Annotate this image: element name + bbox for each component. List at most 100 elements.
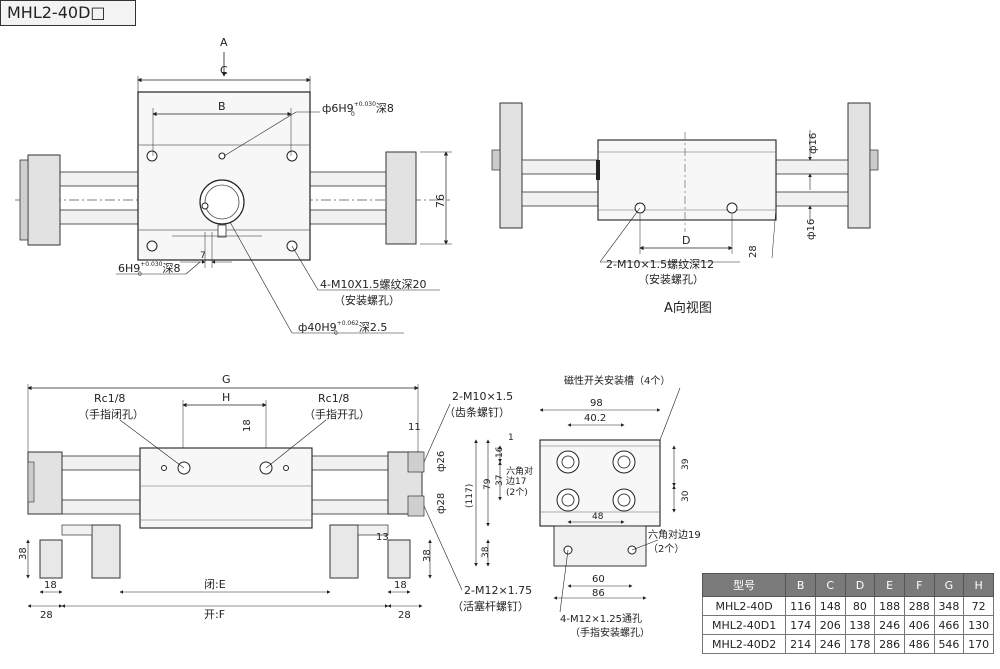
dim-g: G bbox=[222, 373, 231, 386]
bore-phi40-tol-bot: 0 bbox=[334, 330, 338, 337]
spec-cell: 246 bbox=[814, 634, 846, 654]
hex17-b: 边17 bbox=[506, 476, 526, 487]
hex19: 六角对边19 bbox=[648, 528, 701, 541]
mount-screw-label: 4-M10X1.5螺纹深20 bbox=[320, 277, 426, 291]
dim-37: 37 bbox=[495, 475, 505, 486]
dim-28-right: 28 bbox=[398, 610, 411, 621]
dim-d: D bbox=[682, 234, 690, 247]
dim-60: 60 bbox=[592, 574, 605, 585]
open-f: 开:F bbox=[204, 608, 225, 621]
port-left: Rc1/8 bbox=[94, 392, 125, 405]
dim-b: B bbox=[218, 100, 226, 113]
spec-cell: 406 bbox=[903, 615, 935, 635]
spec-cell: 246 bbox=[874, 615, 905, 635]
spec-header-h: H bbox=[963, 573, 994, 597]
dim-phi28: ф28 bbox=[436, 493, 447, 514]
spec-cell: MHL2-40D bbox=[701, 596, 787, 616]
spec-cell: 116 bbox=[785, 596, 816, 616]
piston-screw: 2-M12×1.75 bbox=[464, 584, 532, 597]
spec-cell: 80 bbox=[844, 596, 876, 616]
view-a-screw-note: （安装螺孔） bbox=[638, 272, 704, 286]
dim-13: 13 bbox=[376, 532, 389, 543]
dim-39: 39 bbox=[681, 458, 691, 470]
spec-cell: 138 bbox=[844, 615, 876, 635]
dim-79: 79 bbox=[483, 478, 493, 490]
finger-holes: 4-M12×1.25通孔 bbox=[560, 613, 642, 625]
spec-header-f: F bbox=[903, 573, 935, 597]
dim-18-top: 18 bbox=[242, 419, 253, 432]
spec-table: 型号 B C D E F G H MHL2-40D 116 148 80 188… bbox=[701, 573, 994, 654]
spec-header-model: 型号 bbox=[701, 573, 787, 597]
dim-38-left: 38 bbox=[18, 547, 29, 560]
slot-6h9-tol-bot: 0 bbox=[138, 271, 142, 278]
spec-header-row: 型号 B C D E F G H bbox=[701, 573, 994, 597]
spec-cell: 546 bbox=[933, 634, 965, 654]
dim-11: 11 bbox=[408, 422, 421, 433]
dim-phi16-bot: ф16 bbox=[806, 219, 817, 240]
spec-header-e: E bbox=[874, 573, 905, 597]
spec-cell: 174 bbox=[785, 615, 816, 635]
bottom-view: G H 18 Rc1/8 （手指闭孔） Rc1/8 （手指开孔） 38 18 2… bbox=[18, 373, 532, 621]
switch-slot: 磁性开关安装槽（4个） bbox=[564, 374, 670, 387]
dim-18-left: 18 bbox=[44, 580, 57, 591]
view-a-caption: A向视图 bbox=[664, 300, 712, 316]
dim-16: 16 bbox=[495, 446, 505, 458]
dim-phi16-top: ф16 bbox=[808, 133, 819, 154]
dim-28-left: 28 bbox=[40, 610, 53, 621]
spec-cell: 288 bbox=[903, 596, 935, 616]
spec-cell: 72 bbox=[963, 596, 994, 616]
dim-1: 1 bbox=[508, 433, 514, 443]
spec-header-g: G bbox=[933, 573, 965, 597]
bore-phi40-label: ф40H9+0.062深2.5 bbox=[298, 320, 387, 334]
dim-48: 48 bbox=[592, 512, 604, 522]
port-left-note: （手指闭孔） bbox=[78, 407, 144, 421]
dim-86: 86 bbox=[592, 588, 605, 599]
spec-cell: 486 bbox=[903, 634, 935, 654]
front-view: A C B 76 7 ф6H9+0.030深8 0 6H9+0.030深8 0 … bbox=[15, 36, 452, 337]
dim-phi26: ф26 bbox=[436, 451, 447, 472]
view-a: ф16 ф16 D 28 2-M10×1.5螺纹深12 （安装螺孔） A向视图 bbox=[491, 102, 879, 316]
label-a: A bbox=[220, 36, 228, 49]
hole-phi6-label: ф6H9+0.030深8 bbox=[322, 101, 394, 115]
spec-header-c: C bbox=[814, 573, 846, 597]
finger-holes-note: （手指安装螺孔） bbox=[570, 626, 650, 639]
dim-98: 98 bbox=[590, 398, 603, 409]
spec-cell: MHL2-40D1 bbox=[701, 615, 787, 635]
dim-76: 76 bbox=[434, 194, 447, 208]
closed-e: 闭:E bbox=[204, 578, 226, 591]
piston-screw-note: （活塞杆螺钉） bbox=[452, 599, 529, 613]
dim-7: 7 bbox=[200, 251, 206, 261]
table-row: MHL2-40D 116 148 80 188 288 348 72 bbox=[701, 596, 994, 616]
spec-cell: 170 bbox=[963, 634, 994, 654]
spec-header-b: B bbox=[785, 573, 816, 597]
spec-cell: 188 bbox=[874, 596, 905, 616]
spec-cell: 206 bbox=[814, 615, 846, 635]
mount-screw-note: （安装螺孔） bbox=[334, 293, 400, 307]
spec-cell: MHL2-40D2 bbox=[701, 634, 787, 654]
dim-117: (117) bbox=[465, 484, 475, 508]
hex19-note: （2个） bbox=[648, 543, 684, 555]
spec-cell: 214 bbox=[785, 634, 816, 654]
port-right-note: （手指开孔） bbox=[304, 407, 370, 421]
spec-cell: 286 bbox=[874, 634, 905, 654]
table-row: MHL2-40D1 174 206 138 246 406 466 130 bbox=[701, 615, 994, 635]
hex17-c: (2个) bbox=[506, 487, 528, 498]
spec-header-d: D bbox=[844, 573, 876, 597]
slot-6h9-label: 6H9+0.030深8 bbox=[118, 261, 181, 275]
spec-cell: 148 bbox=[814, 596, 846, 616]
table-row: MHL2-40D2 214 246 178 286 486 546 170 bbox=[701, 634, 994, 654]
end-view: 磁性开关安装槽（4个） 98 40.2 1 16 37 79 (117) 六角对… bbox=[465, 374, 701, 639]
dim-h: H bbox=[222, 391, 230, 404]
port-right: Rc1/8 bbox=[318, 392, 349, 405]
hole-phi6-tol-bot: 0 bbox=[351, 111, 355, 118]
dim-38-end: 38 bbox=[481, 546, 491, 558]
dim-c: C bbox=[220, 64, 228, 77]
spec-cell: 178 bbox=[844, 634, 876, 654]
hex17-a: 六角对 bbox=[506, 465, 533, 477]
dim-30: 30 bbox=[681, 490, 691, 502]
dim-40-2: 40.2 bbox=[584, 413, 606, 424]
view-a-screw: 2-M10×1.5螺纹深12 bbox=[606, 257, 714, 271]
dim-38-right: 38 bbox=[422, 549, 433, 562]
spec-cell: 348 bbox=[933, 596, 965, 616]
